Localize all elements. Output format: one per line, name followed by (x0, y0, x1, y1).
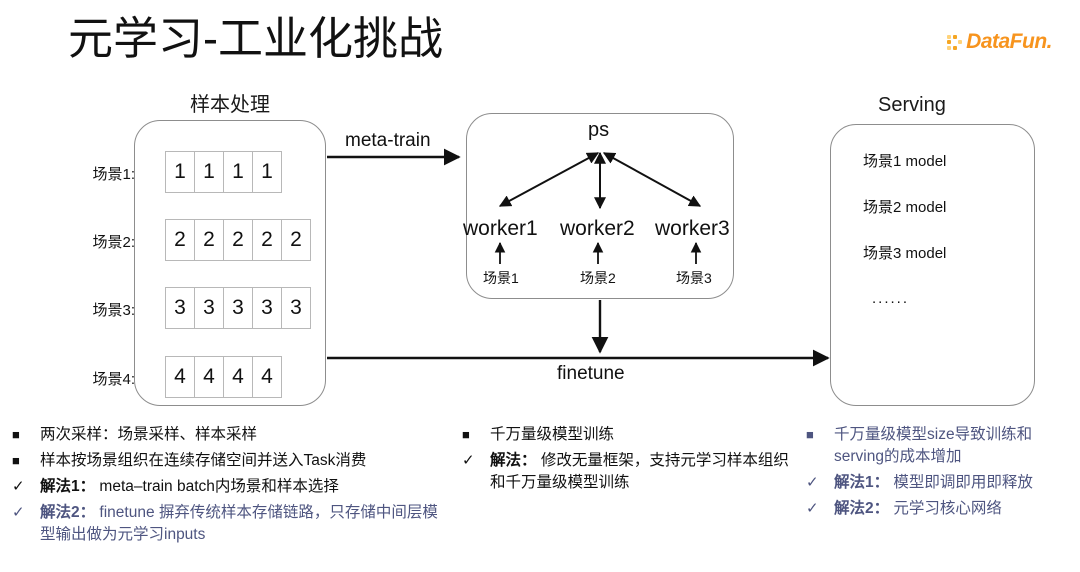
serving-item-3: 场景3 model (863, 245, 947, 262)
sample-cell: 3 (194, 287, 224, 329)
square-bullet-icon: ■ (12, 453, 20, 468)
check-bullet-icon: ✓ (462, 452, 475, 469)
note-body: meta–train batch内场景和样本选择 (95, 478, 339, 495)
sample-cell: 3 (252, 287, 282, 329)
note-body: finetune 摒弃传统样本存储链路，只存储中间层模型输出做为元学习input… (40, 504, 438, 543)
note-prefix: 解法1： (834, 474, 890, 491)
sample-row-scene4: 4 4 4 4 (165, 356, 282, 398)
serving-panel (830, 124, 1035, 406)
sample-row-scene2: 2 2 2 2 2 (165, 219, 311, 261)
page-title: 元学习-工业化挑战 (68, 13, 443, 64)
worker2-scene-label: 场景2 (580, 270, 616, 286)
note-prefix: 解法2： (834, 500, 890, 517)
sample-cell: 2 (281, 219, 311, 261)
datafun-logo: DataFun. (947, 30, 1052, 54)
sample-cell: 1 (252, 151, 282, 193)
note-item: ■ 样本按场景组织在连续存储空间并送入Task消费 (12, 450, 450, 472)
worker3-label: worker3 (655, 217, 730, 240)
worker1-scene-label: 场景1 (483, 270, 519, 286)
note-item: ■ 两次采样：场景采样、样本采样 (12, 424, 450, 446)
note-text: 解法2： 元学习核心网络 (834, 498, 1068, 520)
note-item: ✓ 解法： 修改无量框架，支持元学习样本组织和千万量级模型训练 (462, 450, 792, 494)
meta-train-edge-label: meta-train (345, 130, 431, 151)
worker2-label: worker2 (560, 217, 635, 240)
check-bullet-icon: ✓ (806, 500, 819, 517)
notes-column-1: ■ 两次采样：场景采样、样本采样 ■ 样本按场景组织在连续存储空间并送入Task… (12, 424, 450, 550)
square-bullet-icon: ■ (806, 427, 814, 442)
sample-cell: 1 (194, 151, 224, 193)
square-bullet-icon: ■ (12, 427, 20, 442)
note-prefix: 解法2： (40, 504, 96, 521)
sample-cell: 2 (223, 219, 253, 261)
row-label-scene1: 场景1: (92, 166, 135, 183)
logo-wordmark: DataFun. (966, 30, 1052, 53)
sample-cell: 3 (281, 287, 311, 329)
sample-row-scene3: 3 3 3 3 3 (165, 287, 311, 329)
finetune-edge-label: finetune (557, 363, 625, 384)
note-item: ✓ 解法2： 元学习核心网络 (806, 498, 1068, 520)
note-text: 解法： 修改无量框架，支持元学习样本组织和千万量级模型训练 (490, 450, 792, 494)
left-panel-caption: 样本处理 (190, 94, 270, 116)
note-item: ✓ 解法1： 模型即调即用即释放 (806, 472, 1068, 494)
note-text: 千万量级模型训练 (490, 426, 615, 443)
sample-cell: 1 (223, 151, 253, 193)
note-text: 两次采样：场景采样、样本采样 (40, 426, 258, 443)
square-bullet-icon: ■ (462, 427, 470, 442)
sample-cell: 4 (252, 356, 282, 398)
ps-node-label: ps (588, 119, 610, 141)
note-body: 模型即调即用即释放 (889, 474, 1033, 491)
notes-column-3: ■ 千万量级模型size导致训练和serving的成本增加 ✓ 解法1： 模型即… (806, 424, 1068, 524)
serving-item-1: 场景1 model (863, 153, 947, 170)
sample-cell: 2 (194, 219, 224, 261)
note-item: ■ 千万量级模型size导致训练和serving的成本增加 (806, 424, 1068, 468)
logo-dot-matrix-icon (947, 34, 963, 50)
sample-cell: 1 (165, 151, 195, 193)
serving-item-2: 场景2 model (863, 199, 947, 216)
sample-cell: 3 (165, 287, 195, 329)
note-prefix: 解法1： (40, 478, 96, 495)
note-text: 样本按场景组织在连续存储空间并送入Task消费 (40, 452, 367, 469)
check-bullet-icon: ✓ (12, 504, 25, 521)
check-bullet-icon: ✓ (12, 478, 25, 495)
worker3-scene-label: 场景3 (676, 270, 712, 286)
note-item: ✓ 解法2： finetune 摒弃传统样本存储链路，只存储中间层模型输出做为元… (12, 502, 450, 546)
sample-cell: 2 (252, 219, 282, 261)
note-text: 解法2： finetune 摒弃传统样本存储链路，只存储中间层模型输出做为元学习… (40, 502, 450, 546)
right-panel-caption: Serving (878, 94, 946, 116)
serving-ellipsis: ...... (872, 290, 910, 307)
note-text: 千万量级模型size导致训练和serving的成本增加 (834, 426, 1033, 465)
row-label-scene3: 场景3: (92, 302, 135, 319)
sample-row-scene1: 1 1 1 1 (165, 151, 282, 193)
sample-cell: 4 (194, 356, 224, 398)
sample-cell: 2 (165, 219, 195, 261)
note-body: 元学习核心网络 (889, 500, 1002, 517)
note-body: 修改无量框架，支持元学习样本组织和千万量级模型训练 (490, 452, 789, 491)
note-item: ■ 千万量级模型训练 (462, 424, 792, 446)
worker1-label: worker1 (463, 217, 538, 240)
sample-cell: 4 (165, 356, 195, 398)
sample-cell: 4 (223, 356, 253, 398)
sample-cell: 3 (223, 287, 253, 329)
note-text: 解法1： 模型即调即用即释放 (834, 472, 1068, 494)
row-label-scene4: 场景4: (92, 371, 135, 388)
note-prefix: 解法： (490, 452, 537, 469)
row-label-scene2: 场景2: (92, 234, 135, 251)
check-bullet-icon: ✓ (806, 474, 819, 491)
note-item: ✓ 解法1： meta–train batch内场景和样本选择 (12, 476, 450, 498)
notes-column-2: ■ 千万量级模型训练 ✓ 解法： 修改无量框架，支持元学习样本组织和千万量级模型… (462, 424, 792, 498)
note-text: 解法1： meta–train batch内场景和样本选择 (40, 476, 450, 498)
